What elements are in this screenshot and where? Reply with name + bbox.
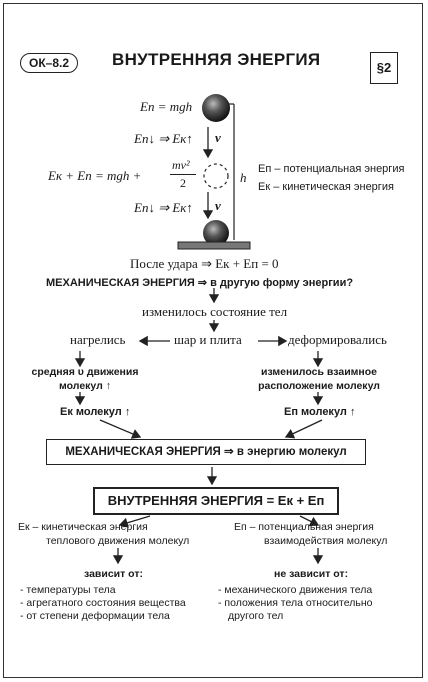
page-frame [3, 3, 423, 678]
not-depends-item-1: - механического движения тела [218, 584, 373, 596]
height-label: h [240, 170, 247, 185]
ek-definition-line2: теплового движения молекул [46, 535, 190, 547]
ek-molecules: Eк молекул ↑ [60, 406, 131, 418]
depends-item-1: - температуры тела [20, 584, 116, 596]
mechanical-energy-question: МЕХАНИЧЕСКАЯ ЭНЕРГИЯ ⇒ в другую форму эн… [46, 277, 354, 289]
depends-item-3: - от степени деформации тела [20, 610, 170, 622]
not-depends-item-2: - положения тела относительно [218, 597, 373, 609]
state-changed-text: изменилось состояние тел [142, 304, 288, 319]
fraction-bar [170, 174, 196, 175]
internal-energy-box: ВНУТРЕННЯЯ ЭНЕРГИЯ = Eк + Eп [93, 487, 339, 515]
depends-item-2: - агрегатного состояния вещества [20, 597, 186, 609]
avg-speed-line1: средняя υ движения [31, 366, 139, 378]
vector-v-label-2: v [215, 198, 221, 213]
ep-definition-line2: взаимодействия молекул [264, 535, 388, 547]
ball-top [202, 94, 230, 122]
formula-energy-change-1: Eп↓ ⇒ Eк↑ [134, 131, 193, 146]
legend-ek: Eк – кинетическая энергия [258, 181, 394, 193]
ball-middle-dashed [203, 163, 229, 189]
fraction-numerator: mv² [172, 158, 190, 172]
not-depends-item-3: другого тел [228, 610, 284, 622]
avg-speed-line2: молекул ↑ [59, 380, 111, 392]
formula-energy-change-2: Eп↓ ⇒ Eк↑ [134, 200, 193, 215]
mechanical-to-molecular-box: МЕХАНИЧЕСКАЯ ЭНЕРГИЯ ⇒ в энергию молекул [46, 439, 366, 465]
mutual-position-line2: расположение молекул [258, 380, 380, 392]
plate [177, 241, 251, 250]
ep-molecules: Eп молекул ↑ [284, 406, 356, 418]
fraction-denominator: 2 [180, 176, 186, 190]
mutual-position-line1: изменилось взаимное [260, 366, 378, 378]
vector-v-label-1: v [215, 130, 221, 145]
page-title: ВНУТРЕННЯЯ ЭНЕРГИЯ [112, 50, 321, 69]
branch-heated: нагрелись [70, 332, 126, 347]
branch-deformed: деформировались [288, 332, 387, 347]
formula-ep-top: Eп = mgh [140, 99, 193, 114]
ek-definition-line1: Eк – кинетическая энергия [18, 521, 148, 533]
ep-definition-line1: Eп – потенциальная энергия [234, 521, 374, 533]
depends-header: зависит от: [84, 568, 143, 580]
lesson-code-badge: ОК–8.2 [20, 53, 78, 73]
not-depends-header: не зависит от: [274, 568, 349, 580]
section-marker: §2 [370, 52, 398, 84]
branch-ball-plate: шар и плита [174, 332, 242, 347]
legend-ep: Eп – потенциальная энергия [258, 163, 405, 175]
ball-bottom [203, 220, 229, 246]
formula-sum: Eк + Eп = mgh + [48, 168, 142, 183]
after-impact-formula: После удара ⇒ Eк + Eп = 0 [130, 256, 279, 271]
